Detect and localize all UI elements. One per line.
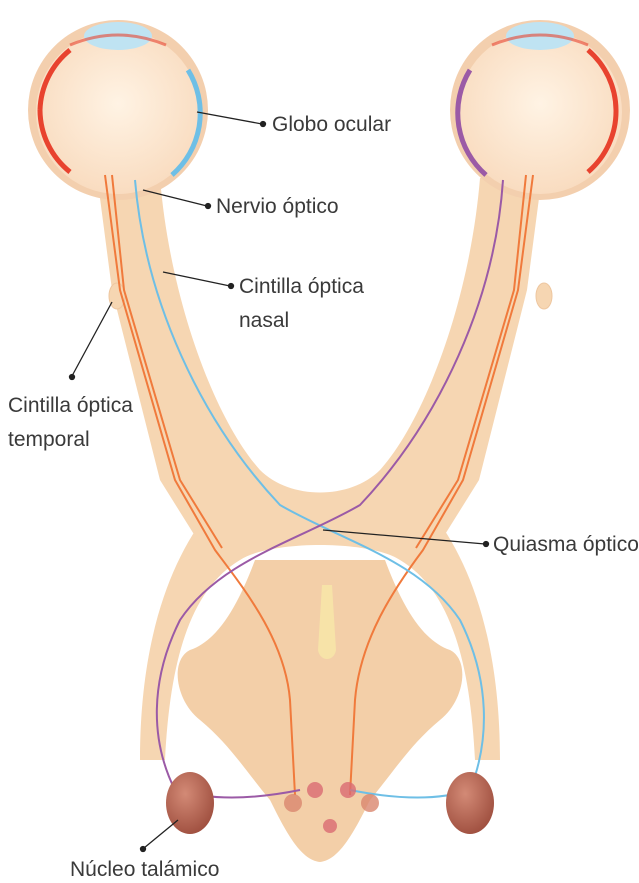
optic-tissue [95, 160, 552, 862]
center-nucleus [323, 819, 337, 833]
label-cintilla-temporal-1: Cintilla óptica [8, 394, 133, 417]
left-eyeball [28, 20, 208, 200]
left-inner-nucleus-b [307, 782, 323, 798]
leader-cintilla-temporal [72, 302, 112, 376]
brainstem [178, 560, 463, 862]
right-thalamic-nucleus [446, 772, 494, 834]
left-inner-nucleus-a [284, 794, 302, 812]
right-eyeball [450, 20, 630, 200]
label-nucleo-talamico: Núcleo talámico [70, 858, 219, 881]
label-nervio-optico: Nervio óptico [216, 195, 339, 218]
label-cintilla-temporal-2: temporal [8, 428, 90, 451]
label-quiasma-optico: Quiasma óptico [493, 533, 639, 556]
label-cintilla-nasal-1: Cintilla óptica [239, 275, 364, 298]
label-cintilla-nasal-2: nasal [239, 309, 289, 332]
right-tract-swelling [536, 283, 552, 309]
label-globo-ocular: Globo ocular [272, 113, 391, 136]
right-inner-nucleus-a [361, 794, 379, 812]
leader-nucleo [144, 820, 178, 848]
right-inner-nucleus-b [340, 782, 356, 798]
